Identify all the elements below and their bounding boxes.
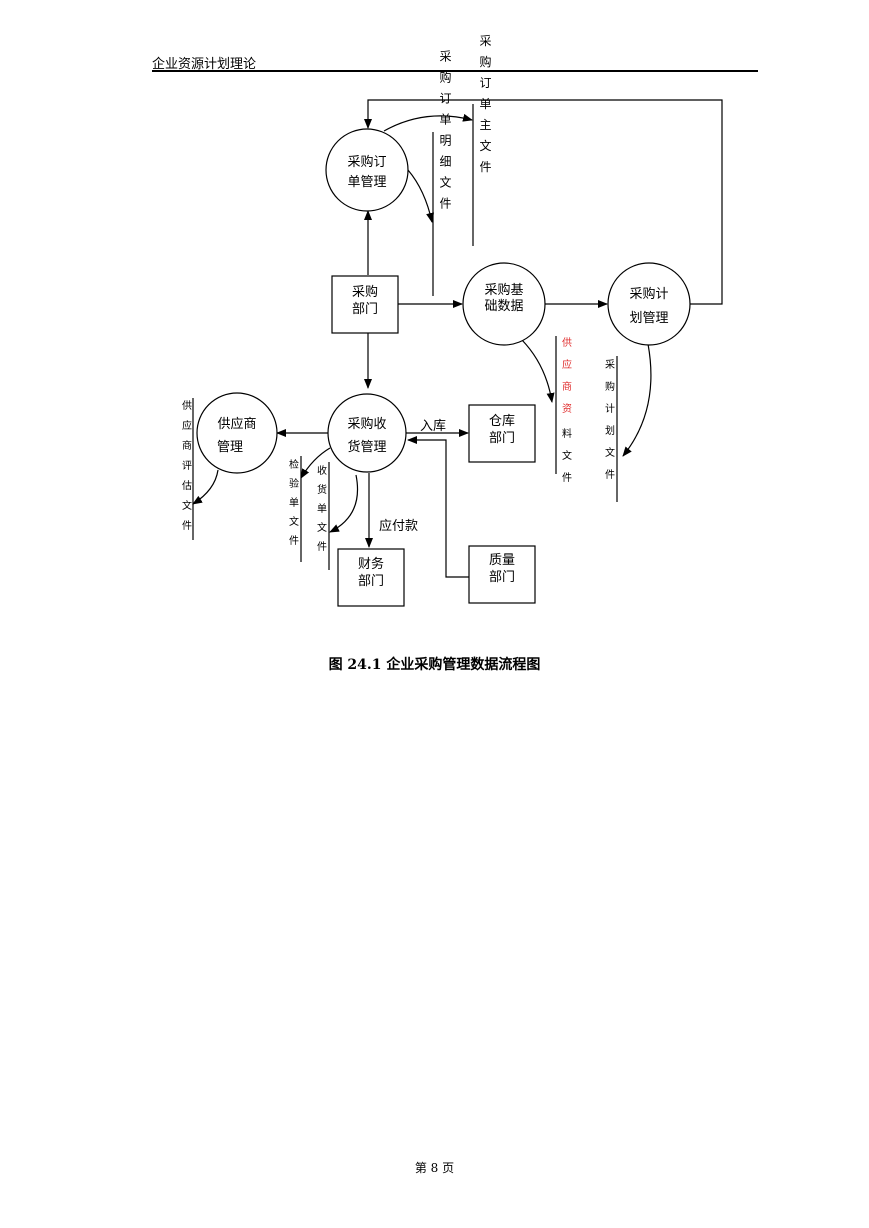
header-rule <box>152 70 758 72</box>
label-purchase-dept-1: 采购 <box>352 284 378 300</box>
label-base-data-1: 采购基 <box>484 282 523 298</box>
file-supplier-data-black: 料文件 <box>560 427 572 494</box>
label-order-mgmt-2: 单管理 <box>347 175 386 190</box>
label-base-data-2: 础数据 <box>484 299 523 314</box>
label-payable: 应付款 <box>379 518 418 534</box>
entity-purchase-dept <box>331 275 399 334</box>
flow-supplier-to-evalfile <box>192 469 219 505</box>
file-plan: 采购计划文件 <box>603 359 615 491</box>
label-receive-mgmt-1: 采购收 <box>347 416 386 432</box>
flow-order-to-master <box>383 113 473 132</box>
label-quality-dept-2: 部门 <box>489 570 515 585</box>
process-order-mgmt <box>325 128 409 212</box>
running-header-title: 企业资源计划理论 <box>152 57 257 72</box>
file-receipt: 收货单文件 <box>315 464 327 560</box>
process-supplier-mgmt <box>196 392 278 474</box>
file-order-master: 采购订单主文件 <box>478 34 492 181</box>
file-supplier-eval: 供应商评估文件 <box>180 399 192 540</box>
label-plan-mgmt-2: 划管理 <box>629 311 668 326</box>
file-inspection: 检验单文件 <box>287 458 299 554</box>
process-receive-mgmt <box>327 393 407 473</box>
flow-basedata-to-supplierfile <box>521 339 555 403</box>
flow-lines <box>192 99 723 578</box>
label-supplier-mgmt-1: 供应商 <box>217 416 256 432</box>
label-receive-mgmt-2: 货管理 <box>347 439 386 455</box>
data-flow-diagram: 采购订 单管理 采购基 础数据 采购计 划管理 采购收 货管理 供应商 管理 采… <box>180 34 723 607</box>
file-order-detail: 采购订单明细文件 <box>438 50 452 218</box>
flow-quality-to-receive <box>407 436 469 578</box>
label-finance-dept-2: 部门 <box>358 574 384 589</box>
flow-order-to-detail <box>407 169 434 223</box>
flow-plan-to-planfile <box>622 343 652 457</box>
process-plan-mgmt <box>607 262 691 346</box>
flow-receive-to-inspection <box>300 447 331 479</box>
label-purchase-dept-2: 部门 <box>352 302 378 317</box>
process-base-data <box>462 262 546 346</box>
page-number: 第 8 页 <box>414 1161 455 1175</box>
flow-receive-to-receipt <box>329 474 359 533</box>
file-supplier-data-red: 供应商资 <box>560 336 572 425</box>
figure-caption: 图 24.1 企业采购管理数据流程图 <box>328 657 541 673</box>
label-finance-dept-1: 财务 <box>358 556 384 572</box>
label-inbound: 入库 <box>420 418 446 434</box>
label-supplier-mgmt-2: 管理 <box>217 440 243 455</box>
label-warehouse-dept-1: 仓库 <box>489 413 515 429</box>
label-plan-mgmt-1: 采购计 <box>629 286 668 302</box>
entity-warehouse-dept <box>468 404 536 463</box>
label-order-mgmt-1: 采购订 <box>347 154 386 170</box>
flow-plan-to-order <box>364 99 723 305</box>
label-warehouse-dept-2: 部门 <box>489 431 515 446</box>
entity-finance-dept <box>337 548 405 607</box>
label-quality-dept-1: 质量 <box>489 553 515 568</box>
entity-quality-dept <box>468 545 536 604</box>
